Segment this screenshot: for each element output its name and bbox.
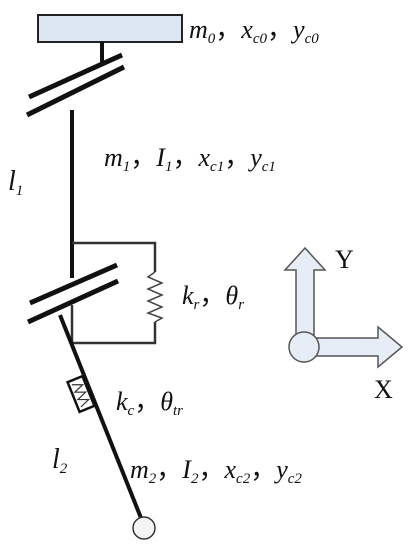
end-mass-circle <box>132 516 156 540</box>
label-compliance-spring: kc，θtr <box>116 387 183 419</box>
axis-x-label: X <box>374 375 393 404</box>
link-2 <box>58 314 145 524</box>
coordinate-axes <box>283 246 404 369</box>
upper-joint-plate-1 <box>27 52 124 100</box>
lower-joint-plate-1 <box>28 262 119 306</box>
top-mass-block <box>37 14 183 43</box>
label-link1-props: m1，I1，xc1，yc1 <box>104 143 276 175</box>
label-top-mass: m0，xc0，yc0 <box>189 15 319 47</box>
label-l2: l2 <box>52 444 68 477</box>
spring-frame-top <box>72 241 157 272</box>
y-axis-arrow <box>283 246 327 345</box>
lower-joint-plate-2 <box>26 278 120 325</box>
axes-origin-circle <box>288 331 320 363</box>
label-link2-props: m2，I2，xc2，yc2 <box>130 455 302 487</box>
label-l1: l1 <box>8 166 23 199</box>
spring-frame-bottom <box>70 305 157 345</box>
compliance-spring <box>65 374 97 414</box>
upper-joint-plate-2 <box>25 64 126 118</box>
rotational-spring <box>145 271 164 323</box>
label-rotational-spring: kr，θr <box>182 281 244 313</box>
axis-y-label: Y <box>335 245 354 274</box>
